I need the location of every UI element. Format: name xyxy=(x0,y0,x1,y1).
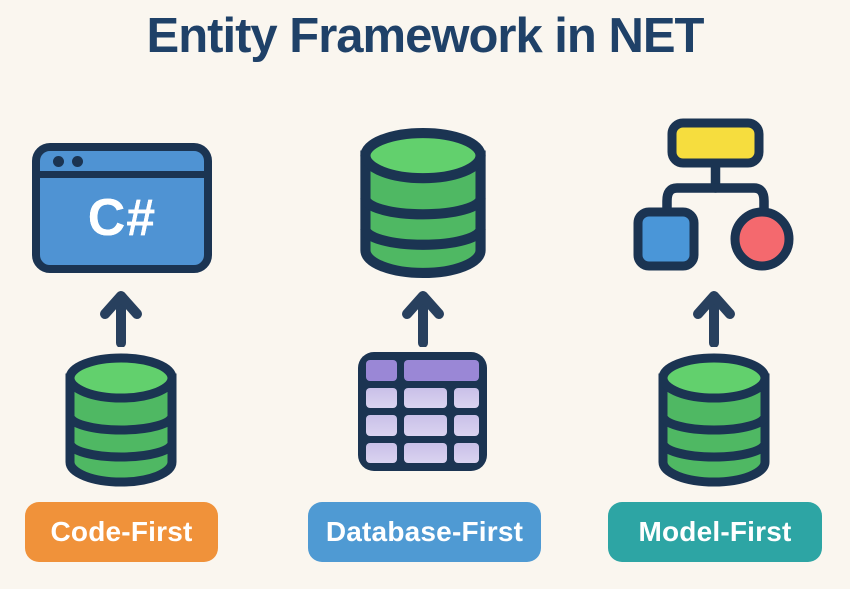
table-cell xyxy=(404,387,447,408)
window-titlebar xyxy=(40,151,204,178)
csharp-label: C# xyxy=(87,189,157,247)
table-header-cell xyxy=(404,360,479,381)
model-entity-blue xyxy=(633,207,699,271)
table-cell xyxy=(453,415,479,436)
table-icon xyxy=(358,352,487,471)
database-first-label-text: Database-First xyxy=(325,516,524,547)
table-cell xyxy=(366,415,398,436)
table-header-cell xyxy=(366,360,398,381)
page-title: Entity Framework in NET xyxy=(146,9,705,63)
table-cell xyxy=(453,442,479,463)
window-dot-icon xyxy=(72,155,83,167)
model-entity-yellow xyxy=(667,118,764,168)
table-cell xyxy=(404,415,447,436)
table-cell xyxy=(366,442,398,463)
database-icon xyxy=(658,353,770,487)
model-entity-red xyxy=(730,207,794,271)
model-diagram-icon xyxy=(633,118,794,271)
code-first-label: Code-First xyxy=(25,502,218,562)
code-first-label-text: Code-First xyxy=(50,516,193,547)
database-first-label: Database-First xyxy=(308,502,541,562)
table-cell xyxy=(404,442,447,463)
window-dot-icon xyxy=(53,155,64,167)
arrow-up-icon xyxy=(402,291,444,347)
model-first-label-text: Model-First xyxy=(638,516,792,547)
database-icon xyxy=(65,353,177,487)
table-cell xyxy=(453,387,479,408)
arrow-up-icon xyxy=(693,291,735,347)
database-icon xyxy=(360,127,486,279)
table-cell xyxy=(366,387,398,408)
arrow-up-icon xyxy=(100,291,142,347)
window-body: C# xyxy=(40,178,204,258)
model-first-label: Model-First xyxy=(608,502,822,562)
csharp-window-icon: C# xyxy=(32,143,212,273)
